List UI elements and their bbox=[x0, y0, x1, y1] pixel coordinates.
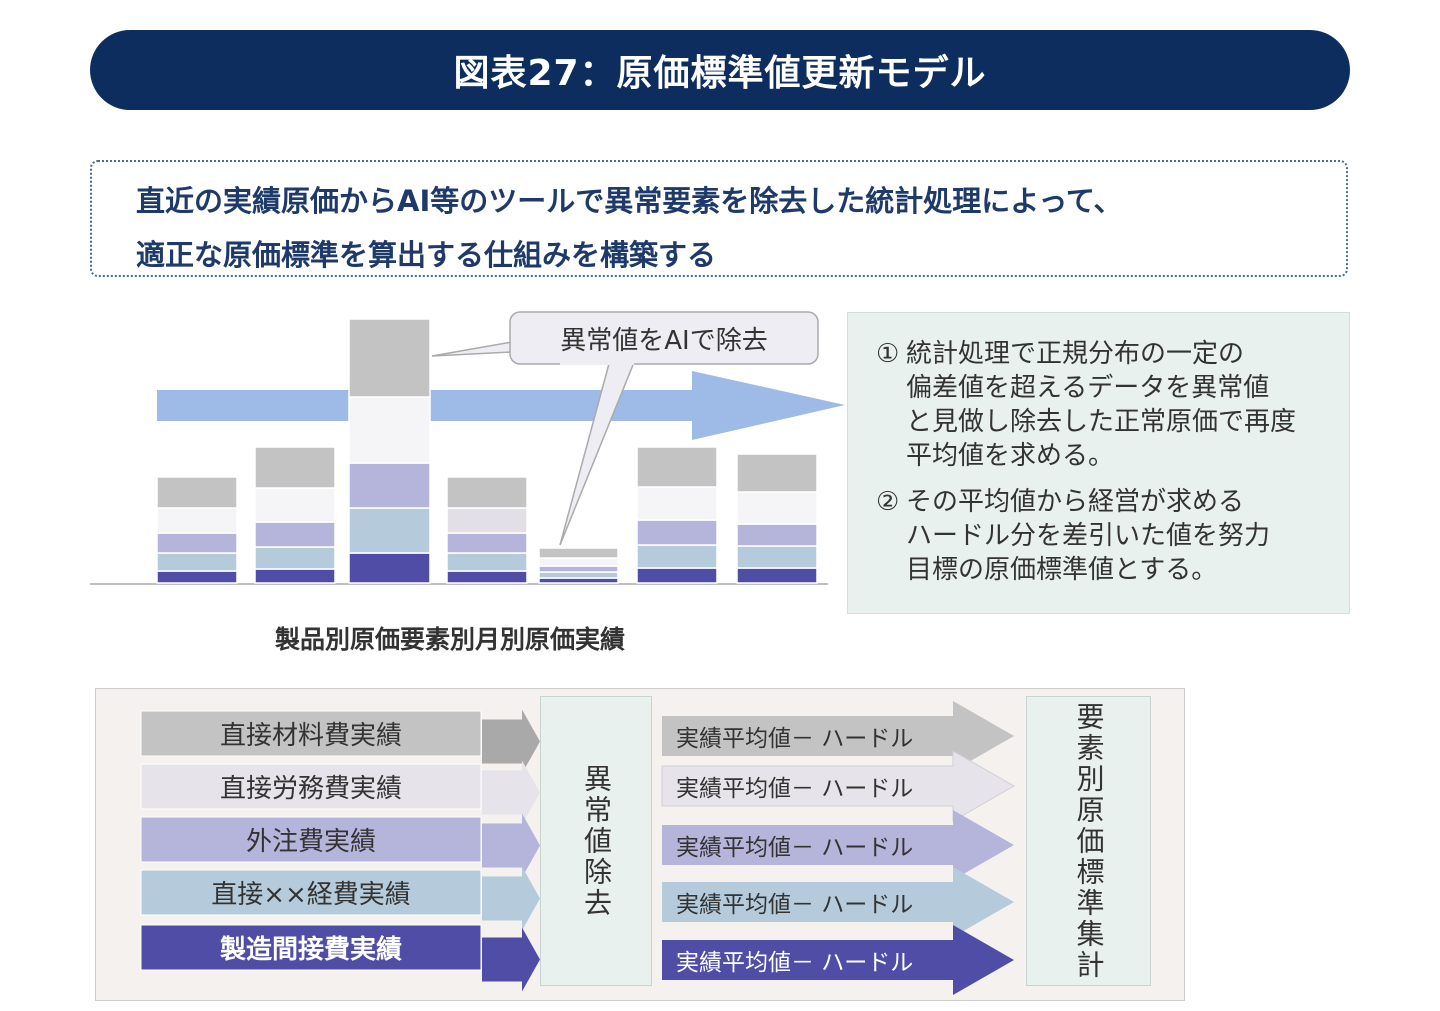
input-bar bbox=[140, 763, 482, 810]
bar-segment bbox=[156, 507, 238, 534]
input-bar bbox=[140, 710, 482, 757]
bar-segment bbox=[348, 552, 431, 584]
bar-segment bbox=[254, 487, 336, 523]
bar-segment bbox=[254, 521, 336, 548]
note-line: その平均値から経営が求める bbox=[906, 487, 1245, 517]
outlier-removal-label: 異常値除去 bbox=[580, 763, 613, 919]
hurdle-label: 実績平均値－ ハードル bbox=[676, 835, 914, 861]
output-box: 要素別原価標準集計 bbox=[1026, 696, 1151, 986]
input-label-direct-expense: 直接××経費実績 bbox=[211, 880, 411, 910]
callout-text: 異常値をAIで除去 bbox=[560, 325, 768, 356]
input-arrow bbox=[482, 927, 540, 992]
bar-segment bbox=[636, 486, 718, 521]
input-bar bbox=[140, 816, 482, 863]
input-bar bbox=[140, 869, 482, 916]
note-line: 目標の原価標準値とする。 bbox=[906, 555, 1218, 585]
bar-segment bbox=[348, 507, 431, 554]
bar-segment bbox=[636, 446, 718, 488]
note-line: 統計処理で正規分布の一定の bbox=[906, 339, 1245, 369]
note-line: 偏差値を超えるデータを異常値 bbox=[906, 373, 1270, 403]
cost-chart bbox=[90, 311, 845, 585]
note-line: 平均値を求める。 bbox=[906, 441, 1115, 471]
bar-segment bbox=[446, 507, 528, 534]
hurdle-label: 実績平均値－ ハードル bbox=[676, 950, 914, 976]
input-arrow bbox=[482, 709, 540, 774]
input-arrow bbox=[482, 866, 540, 931]
input-label-direct-material: 直接材料費実績 bbox=[219, 721, 402, 751]
hurdle-arrow bbox=[662, 701, 1014, 771]
hurdle-label: 実績平均値－ ハードル bbox=[676, 726, 914, 752]
output-label: 要素別原価標準集計 bbox=[1072, 701, 1106, 981]
outlier-removal-box: 異常値除去 bbox=[540, 696, 652, 986]
bar-segment bbox=[156, 476, 238, 509]
note-line: と見做し除去した正常原価で再度 bbox=[906, 407, 1297, 437]
note-line: ハードル分を差引いた値を努力 bbox=[906, 521, 1271, 551]
summary-line-1: 直近の実績原価からAI等のツールで異常要素を除去した統計処理によって、 bbox=[136, 184, 1123, 218]
bar-segment bbox=[538, 547, 619, 559]
hurdle-arrow bbox=[662, 810, 1014, 880]
bar-segment bbox=[446, 476, 528, 509]
callout-bubble bbox=[509, 311, 819, 365]
note-item-1: ① 統計処理で正規分布の一定の 偏差値を超えるデータを異常値 と見做し除去した正… bbox=[876, 337, 1349, 473]
input-label-overhead: 製造間接費実績 bbox=[219, 935, 402, 965]
summary-line-2: 適正な原価標準を算出する仕組みを構築する bbox=[136, 238, 717, 272]
input-label-direct-labor: 直接労務費実績 bbox=[219, 774, 402, 804]
hurdle-label: 実績平均値－ ハードル bbox=[676, 892, 914, 918]
bar-segment bbox=[348, 318, 431, 398]
note-box: ① 統計処理で正規分布の一定の 偏差値を超えるデータを異常値 と見做し除去した正… bbox=[847, 312, 1350, 614]
hurdle-arrow bbox=[661, 750, 1016, 822]
callout-joint bbox=[560, 357, 634, 365]
bar-segment bbox=[736, 453, 818, 493]
note-item-2: ② その平均値から経営が求める ハードル分を差引いた値を努力 目標の原価標準値と… bbox=[876, 485, 1349, 587]
input-label-outsourcing: 外注費実績 bbox=[245, 827, 376, 857]
note-number: ② bbox=[876, 487, 900, 517]
note-number: ① bbox=[876, 339, 900, 369]
hurdle-arrow bbox=[662, 867, 1014, 937]
input-arrow bbox=[482, 813, 540, 878]
flow-arrow bbox=[157, 371, 845, 440]
hurdle-arrow bbox=[662, 925, 1014, 995]
input-bar bbox=[140, 924, 482, 971]
bar-segment bbox=[348, 462, 431, 509]
bar-segment bbox=[736, 491, 818, 525]
bar-segment bbox=[254, 446, 336, 489]
input-arrow bbox=[482, 760, 540, 825]
hurdle-label: 実績平均値－ ハードル bbox=[676, 776, 914, 802]
summary-box: 直近の実績原価からAI等のツールで異常要素を除去した統計処理によって、 適正な原… bbox=[90, 160, 1348, 277]
page-title: 図表27：原価標準値更新モデル bbox=[90, 30, 1350, 110]
chart-caption: 製品別原価要素別月別原価実績 bbox=[274, 625, 625, 654]
